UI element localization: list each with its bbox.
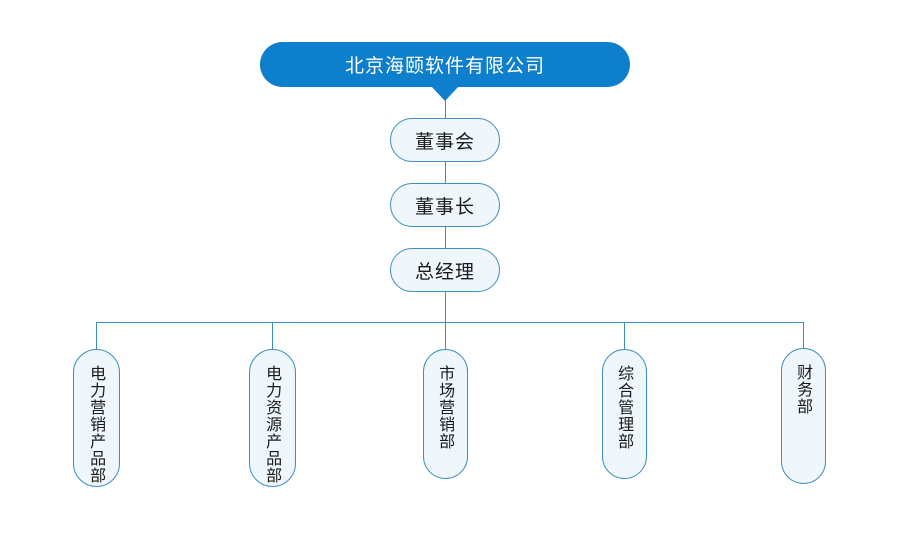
node-dept-finance[interactable]: 财务部	[781, 348, 826, 484]
node-dept-general-management[interactable]: 综合管理部	[602, 349, 647, 479]
connector-chairman-to-gm	[444, 227, 446, 248]
connector-company-to-board	[444, 100, 446, 118]
node-dept-general-management-label: 综合管理部	[615, 365, 635, 450]
node-dept-finance-label: 财务部	[794, 364, 814, 415]
node-dept-power-marketing-product-label: 电力营销产品部	[87, 365, 107, 484]
connector-board-to-chairman	[444, 162, 446, 183]
node-dept-market-marketing[interactable]: 市场营销部	[423, 349, 468, 479]
connector-bus-to-dept-2	[272, 322, 274, 349]
company-banner[interactable]: 北京海颐软件有限公司	[260, 42, 630, 87]
connector-bus-horizontal	[96, 322, 804, 324]
node-dept-market-marketing-label: 市场营销部	[436, 365, 456, 450]
node-chairman[interactable]: 董事长	[390, 183, 500, 227]
node-chairman-label: 董事长	[414, 195, 475, 218]
node-board-label: 董事会	[414, 130, 475, 153]
node-general-manager-label: 总经理	[414, 260, 475, 283]
connector-bus-to-dept-5	[803, 322, 805, 349]
node-general-manager[interactable]: 总经理	[390, 248, 500, 292]
node-board[interactable]: 董事会	[390, 118, 500, 162]
node-dept-power-resource-product-label: 电力资源产品部	[263, 365, 283, 484]
company-name-label: 北京海颐软件有限公司	[344, 55, 545, 77]
connector-bus-to-dept-1	[96, 322, 98, 349]
node-dept-power-marketing-product[interactable]: 电力营销产品部	[73, 349, 120, 487]
node-dept-power-resource-product[interactable]: 电力资源产品部	[249, 349, 296, 487]
banner-pointer-icon	[431, 86, 459, 101]
connector-bus-to-dept-4	[624, 322, 626, 349]
connector-gm-to-bus	[444, 292, 446, 349]
